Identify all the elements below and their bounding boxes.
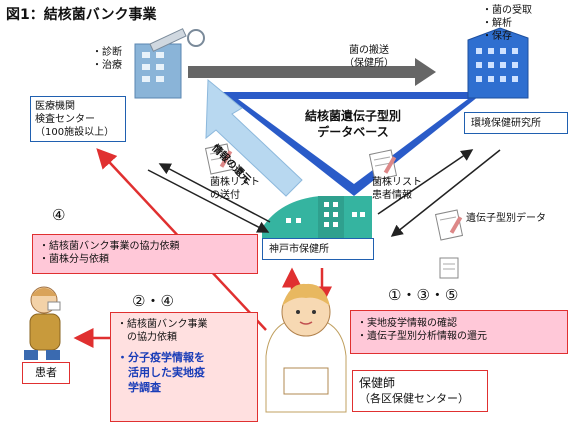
patient-request-line1: ・結核菌バンク事業 (117, 319, 208, 330)
kobe-health-center-label: 神戸市保健所 (269, 244, 329, 255)
note-diagnosis: ・診断 (92, 47, 122, 58)
public-health-nurse-box: 保健師 （各区保健センター） (352, 370, 488, 412)
arrow-health-to-lab (377, 149, 474, 215)
note-analyze: ・解析 (482, 18, 512, 29)
hospital-building-icon (134, 43, 182, 99)
transport-line2: （保健所） (344, 58, 394, 69)
patient-label-box: 患者 (22, 362, 70, 384)
clipboard-icon (434, 209, 464, 241)
transport-line1: 菌の搬送 (349, 45, 389, 56)
clipboard-icon (204, 143, 234, 175)
strain-list-right-line2: 患者情報 (372, 190, 412, 201)
strain-list-right-line1: 菌株リスト (372, 177, 422, 188)
strain-list-right-label: 菌株リスト 患者情報 (372, 176, 422, 202)
patient-label: 患者 (35, 366, 57, 379)
arrow-lab-to-health (390, 149, 501, 237)
strain-list-left-label: 菌株リスト の送付 (210, 176, 260, 202)
bank-cooperation-request-box: ・結核菌バンク事業の協力依頼 ・菌株分与依頼 (32, 234, 258, 274)
genotype-data-label: 遺伝子型別データ (466, 213, 546, 224)
feedback-arrow (205, 78, 303, 197)
arrow-health-to-medical (158, 163, 271, 223)
medical-line2: 検査センター (35, 114, 95, 125)
document-icon (439, 257, 459, 279)
strain-list-left-line1: 菌株リスト (210, 177, 260, 188)
field-survey-line1: ・分子疫学情報を (117, 351, 205, 364)
note-store: ・保存 (482, 31, 512, 42)
clipboard-icon (368, 149, 398, 181)
kobe-health-center-box: 神戸市保健所 (262, 238, 374, 260)
epidemiology-info-box: ・実地疫学情報の確認 ・遺伝子型別分析情報の還元 (350, 310, 568, 354)
patient-request-box: ・結核菌バンク事業 の協力依頼 ・分子疫学情報を 活用した実地疫 学調査 (110, 312, 258, 422)
research-institute-box: 環境保健研究所 (464, 112, 568, 134)
medical-institution-box: 医療機関 検査センター （100施設以上） (30, 96, 126, 142)
database-label: 結核菌遺伝子型別 データベース (278, 108, 428, 140)
medical-notes: ・診断 ・治療 (92, 46, 122, 72)
database-label-line1: 結核菌遺伝子型別 (304, 109, 401, 123)
transport-label: 菌の搬送 （保健所） (344, 44, 394, 70)
database-label-line2: データベース (317, 125, 389, 139)
health-center-building-icon (262, 196, 372, 240)
syringe-icon (149, 28, 205, 52)
patient-request-line2: の協力依頼 (117, 332, 177, 343)
arrow-medical-to-health (147, 169, 270, 233)
info-line1: ・実地疫学情報の確認 (357, 318, 457, 329)
step-1-3-5-label: ①・③・⑤ (388, 286, 459, 304)
step-2-4-label: ②・④ (132, 292, 174, 310)
nurse-figure-icon (265, 283, 347, 413)
transport-arrow (188, 58, 436, 86)
note-treatment: ・治療 (92, 60, 122, 71)
medical-line1: 医療機関 (35, 101, 75, 112)
database-triangle-inner (238, 99, 468, 184)
field-survey-line3: 学調査 (117, 381, 161, 394)
medical-line3: （100施設以上） (35, 127, 115, 138)
lab-notes: ・菌の受取 ・解析 ・保存 (482, 4, 532, 43)
field-survey-line2: 活用した実地疫 (117, 366, 205, 379)
step-4-label: ④ (52, 206, 66, 224)
figure-title: 図1：結核菌バンク事業 (6, 7, 157, 23)
research-institute-label: 環境保健研究所 (471, 118, 541, 129)
strain-list-left-line2: の送付 (210, 190, 240, 201)
request-line1: ・結核菌バンク事業の協力依頼 (39, 241, 180, 252)
note-receive: ・菌の受取 (482, 5, 532, 16)
request-line2: ・菌株分与依頼 (39, 254, 109, 265)
patient-figure-icon (24, 286, 61, 360)
nurse-line2: （各区保健センター） (359, 392, 469, 405)
research-lab-building-icon (467, 27, 529, 99)
info-line2: ・遺伝子型別分析情報の還元 (357, 331, 487, 342)
nurse-line1: 保健師 (359, 376, 396, 390)
